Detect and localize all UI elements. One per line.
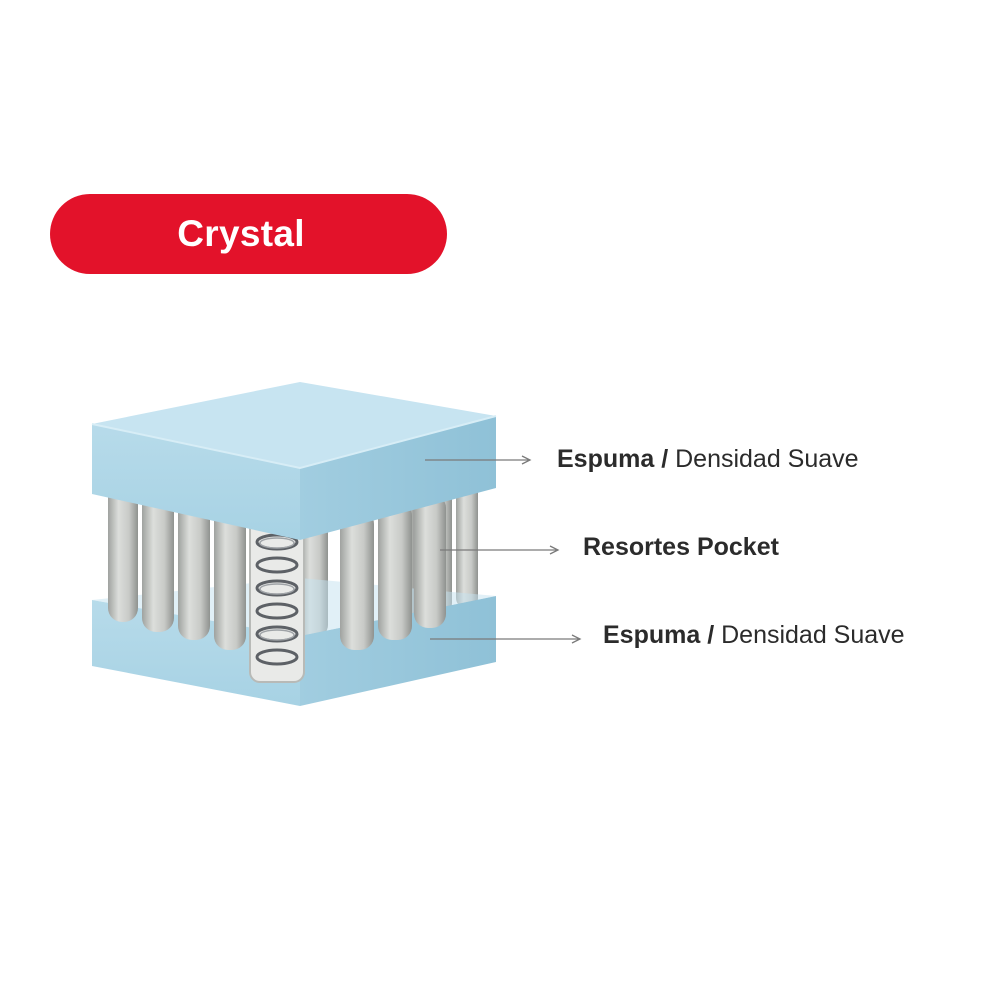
- top-foam-layer: [91, 382, 497, 540]
- spring-pockets-front: [108, 482, 446, 650]
- product-title: Crystal: [177, 213, 305, 254]
- arrow-head-1: [549, 545, 560, 555]
- layer-label-bottom-foam: Espuma / Densidad Suave: [603, 621, 905, 650]
- layer-label-bold: Espuma: [557, 445, 655, 473]
- exposed-spring: [249, 511, 305, 683]
- arrow-head-0: [521, 455, 532, 465]
- layer-label-separator: /: [700, 621, 722, 649]
- layer-label-separator: /: [654, 445, 676, 473]
- layer-label-normal: Densidad Suave: [721, 621, 905, 649]
- title-pill: Crystal: [50, 194, 447, 274]
- arrow-head-2: [571, 634, 582, 644]
- layer-label-normal: Densidad Suave: [675, 445, 859, 473]
- layer-label-bold: Espuma: [603, 621, 701, 649]
- layer-label-bold: Resortes Pocket: [583, 533, 779, 561]
- layer-label-springs: Resortes Pocket: [583, 533, 779, 562]
- layer-label-top-foam: Espuma / Densidad Suave: [557, 445, 859, 474]
- label-arrows: [425, 455, 582, 644]
